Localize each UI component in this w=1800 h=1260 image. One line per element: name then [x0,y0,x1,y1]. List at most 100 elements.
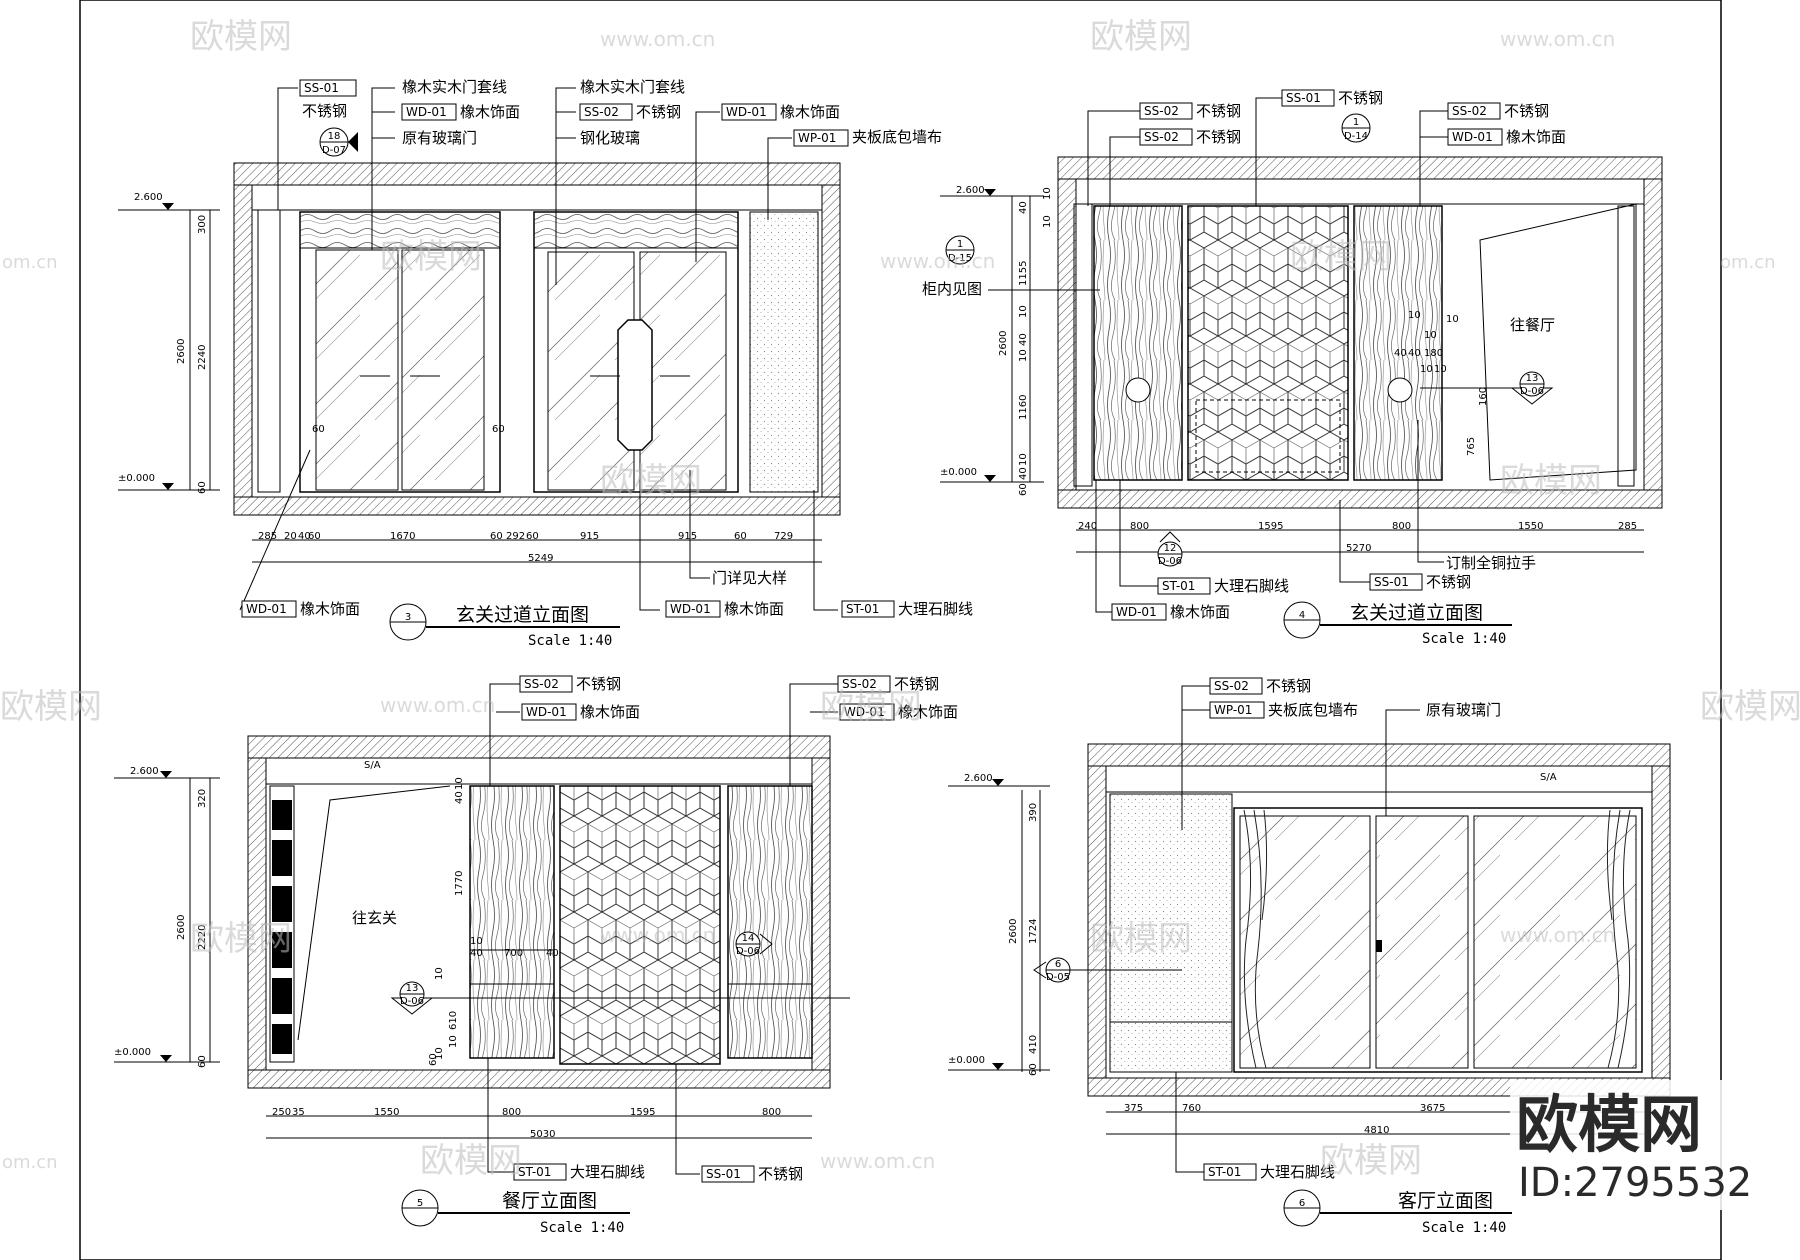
dim-text: 20 [284,531,297,542]
view-number: 3 [405,612,411,623]
svg-text:390: 390 [1028,803,1039,822]
level-mark-top: 2.600 [940,185,1044,197]
glass-door-leaf [639,251,727,491]
svg-text:1550: 1550 [1518,521,1543,532]
svg-text:10: 10 [448,1035,459,1048]
svg-text:40: 40 [1018,333,1029,346]
svg-text:800: 800 [1130,521,1149,532]
svg-text:D-06: D-06 [1520,386,1544,397]
svg-text:SS-02: SS-02 [1144,130,1179,144]
svg-text:欧模网: 欧模网 [820,687,922,727]
dim-text: 2600 [176,339,187,364]
svg-text:2600: 2600 [998,331,1009,356]
dim-text: 915 [580,531,599,542]
svg-text:大理石脚线: 大理石脚线 [1214,577,1289,595]
svg-text:240: 240 [1078,521,1097,532]
svg-text:410: 410 [1028,1035,1039,1054]
detail-callout-symbol: 1 D-15 [945,235,975,265]
svg-text:10: 10 [1434,364,1447,375]
dim-text: 60 [526,531,539,542]
dim-text: 1670 [390,531,415,542]
svg-text:SS-02: SS-02 [1214,679,1249,693]
brand-logo: 欧模网 [1516,1088,1702,1161]
svg-text:不锈钢: 不锈钢 [894,675,939,693]
svg-text:1: 1 [957,239,963,250]
svg-text:www.om.cn: www.om.cn [600,923,715,947]
section-callout-symbol: 12 D-06 [1157,531,1183,567]
svg-text:40: 40 [470,948,483,959]
dim-text: 2240 [197,345,208,370]
svg-text:欧模网: 欧模网 [600,461,702,501]
svg-text:10: 10 [1018,453,1029,466]
svg-text:40: 40 [454,791,465,804]
tag-text: 橡木饰面 [300,600,360,618]
dim-text: 60 [490,531,503,542]
svg-text:SS-02: SS-02 [1144,104,1179,118]
watermark-layer: 欧模网 www.om.cn 欧模网 www.om.cn om.cn 欧模网 ww… [0,17,1800,1181]
svg-text:www.om.cn: www.om.cn [380,693,495,717]
sa-note: S/A [1540,772,1557,783]
svg-text:ST-01: ST-01 [846,602,879,616]
svg-text:订制全铜拉手: 订制全铜拉手 [1446,554,1536,572]
svg-text:6: 6 [1299,1198,1305,1209]
tag-text: 门详见大样 [712,569,787,587]
svg-text:10: 10 [470,936,483,947]
svg-text:欧模网: 欧模网 [380,237,482,277]
material-tag: ST-01 [513,1163,567,1181]
tag-text: 橡木实木门套线 [580,78,685,96]
svg-text:40: 40 [1018,201,1029,214]
material-tag: SS-02 [579,103,633,121]
dim-text: 60 [308,531,321,542]
fabric-wall-panel [1109,793,1233,1073]
svg-text:Scale 1:40: Scale 1:40 [1422,1220,1506,1236]
level-mark-top: 2.600 [118,192,220,211]
svg-text:www.om.cn: www.om.cn [1500,923,1615,947]
level-text: ±0.000 [940,467,977,478]
annotation-text: 往餐厅 [1510,316,1555,334]
svg-text:Scale 1:40: Scale 1:40 [540,1220,624,1236]
svg-text:40: 40 [1394,348,1407,359]
tag-text: 橡木饰面 [460,103,520,121]
fabric-wall-panel [749,211,819,493]
svg-text:D-05: D-05 [1046,972,1070,983]
sa-note: S/A [364,760,381,771]
brand-id: ID:2795532 [1518,1160,1752,1206]
level-text: ±0.000 [118,473,155,484]
dim-total: 5030 [530,1129,555,1140]
svg-text:40: 40 [546,948,559,959]
svg-text:橡木饰面: 橡木饰面 [1506,128,1566,146]
view-title-block: 4 玄关过道立面图 Scale 1:40 [1283,601,1512,647]
material-tag: SS-02 [1139,102,1193,120]
dim-text: 285 [258,531,277,542]
svg-text:10: 10 [1018,349,1029,362]
glass-door-leaf [1473,815,1637,1069]
level-mark-top: 2.600 [114,766,220,779]
svg-text:1724: 1724 [1028,919,1039,944]
ceiling-slab [247,735,831,759]
left-wall [233,184,253,498]
floor-slab [233,496,841,516]
svg-text:不锈钢: 不锈钢 [1196,102,1241,120]
material-tag: SS-01 [701,1165,755,1183]
svg-text:WP-01: WP-01 [798,131,836,145]
elevation-view-3: 2.600 ±0.000 300 2600 2240 60 60 60 285 … [118,78,973,649]
svg-text:不锈钢: 不锈钢 [576,675,621,693]
svg-text:2.600: 2.600 [130,766,159,777]
right-wall [1643,178,1663,491]
svg-text:玄关过道立面图: 玄关过道立面图 [1350,602,1483,624]
svg-text:SS-01: SS-01 [706,1167,741,1181]
svg-text:1595: 1595 [630,1107,655,1118]
svg-text:10: 10 [1446,314,1459,325]
material-tag: WD-01 [1111,603,1167,621]
svg-text:WD-01: WD-01 [1452,130,1493,144]
svg-text:765: 765 [1466,437,1477,456]
svg-text:欧模网: 欧模网 [420,1141,522,1181]
svg-text:欧模网: 欧模网 [1290,237,1392,277]
svg-text:www.om.cn: www.om.cn [880,249,995,273]
svg-text:WD-01: WD-01 [670,602,711,616]
svg-text:250: 250 [272,1107,291,1118]
material-tag: SS-02 [519,675,573,693]
level-mark-floor: ±0.000 [114,1047,220,1063]
svg-text:1: 1 [1353,117,1359,128]
svg-text:1160: 1160 [1018,395,1029,420]
